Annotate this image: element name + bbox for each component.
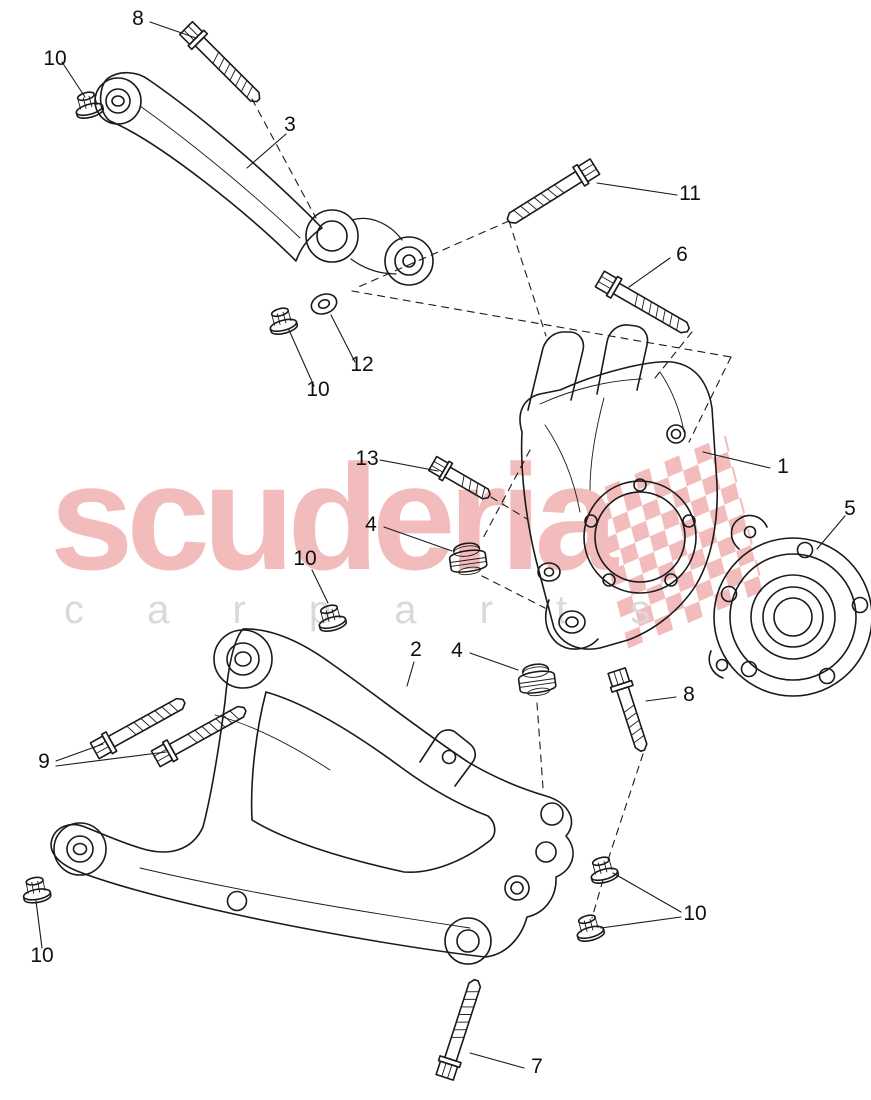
callout-4-upper: 4: [365, 513, 377, 536]
knuckle: [519, 324, 718, 650]
callout-7: 7: [531, 1055, 543, 1078]
callout-leader-lines: [35, 21, 846, 1069]
nut-10-bottom-left: [19, 874, 53, 906]
nut-10-upper-mid: [265, 304, 300, 338]
callout-4-lower: 4: [451, 639, 463, 662]
callout-10-mid-left: 10: [293, 547, 316, 570]
callout-3: 3: [284, 113, 296, 136]
callout-labels: 8 10 3 11 6 12 10 13 1 5 4 10 2 4 8 9 10…: [30, 7, 856, 1078]
upper-control-arm: [94, 71, 434, 286]
callout-8-mid: 8: [683, 683, 695, 706]
wheel-hub-bearing: [708, 514, 871, 697]
bolt-8-mid: [605, 666, 654, 755]
callout-1: 1: [777, 455, 789, 478]
callout-11: 11: [679, 182, 701, 205]
callout-10-washer: 10: [306, 378, 329, 401]
callout-2: 2: [410, 638, 422, 661]
washer-12: [307, 289, 341, 319]
bolt-9-a: [88, 690, 191, 762]
lower-control-arm: [50, 628, 574, 965]
nut-10-mid-left: [314, 601, 349, 635]
callout-12: 12: [350, 353, 373, 376]
callout-10-bottom-left: 10: [30, 944, 53, 967]
bushing-4-lower: [516, 661, 558, 699]
callout-5: 5: [844, 497, 856, 520]
bolt-8-top: [177, 19, 267, 109]
assembly-dashed-lines: [251, 98, 732, 919]
bolt-7: [433, 976, 488, 1082]
bushing-4-upper: [447, 540, 489, 578]
bolt-11: [501, 156, 602, 231]
callout-8-top: 8: [132, 7, 144, 30]
callout-13: 13: [355, 447, 378, 470]
bolt-6: [593, 268, 695, 341]
callout-10-upper-left: 10: [43, 47, 66, 70]
callout-6: 6: [676, 243, 688, 266]
watermark-brand-text: scuderia: [50, 433, 618, 601]
callout-10-bottom-right: 10: [683, 902, 706, 925]
callout-9: 9: [38, 750, 50, 773]
bolt-13: [426, 454, 495, 506]
